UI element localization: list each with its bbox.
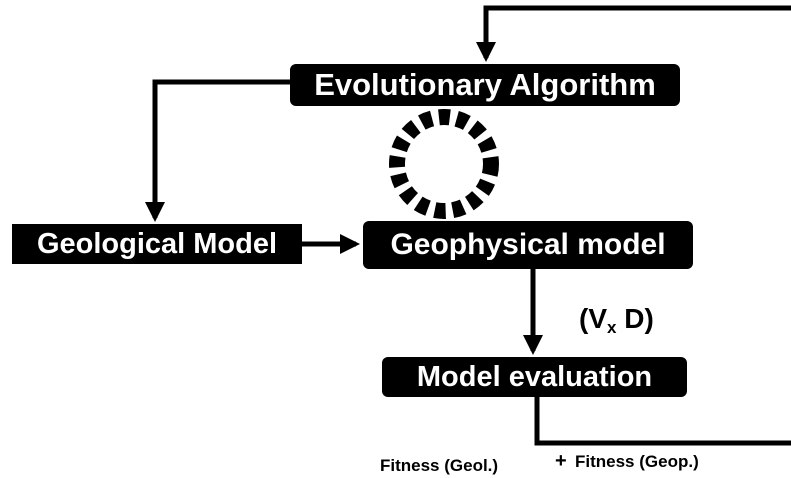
geological-model-box: Geological Model xyxy=(12,224,302,264)
feedback-loop-line xyxy=(534,397,791,446)
feedback-top-arrow xyxy=(476,5,791,62)
evolutionary-algorithm-box: Evolutionary Algorithm xyxy=(290,64,680,106)
loop-cycle-icon xyxy=(389,109,499,219)
geophysical-model-label: Geophysical model xyxy=(390,228,666,261)
model-evaluation-label: Model evaluation xyxy=(416,360,653,393)
fitness-geop-label: Fitness (Geop.) xyxy=(575,452,699,471)
geological-model-label: Geological Model xyxy=(36,227,278,260)
plus-sign: + xyxy=(555,450,567,472)
geophysical-model-box: Geophysical model xyxy=(363,221,693,269)
vx-d-label: (Vx D) xyxy=(579,303,654,337)
ea-to-geological-arrow xyxy=(145,79,290,222)
fitness-geol-label: Fitness (Geol.) xyxy=(380,456,499,475)
model-evaluation-box: Model evaluation xyxy=(382,357,687,397)
evolutionary-algorithm-label: Evolutionary Algorithm xyxy=(314,67,656,102)
